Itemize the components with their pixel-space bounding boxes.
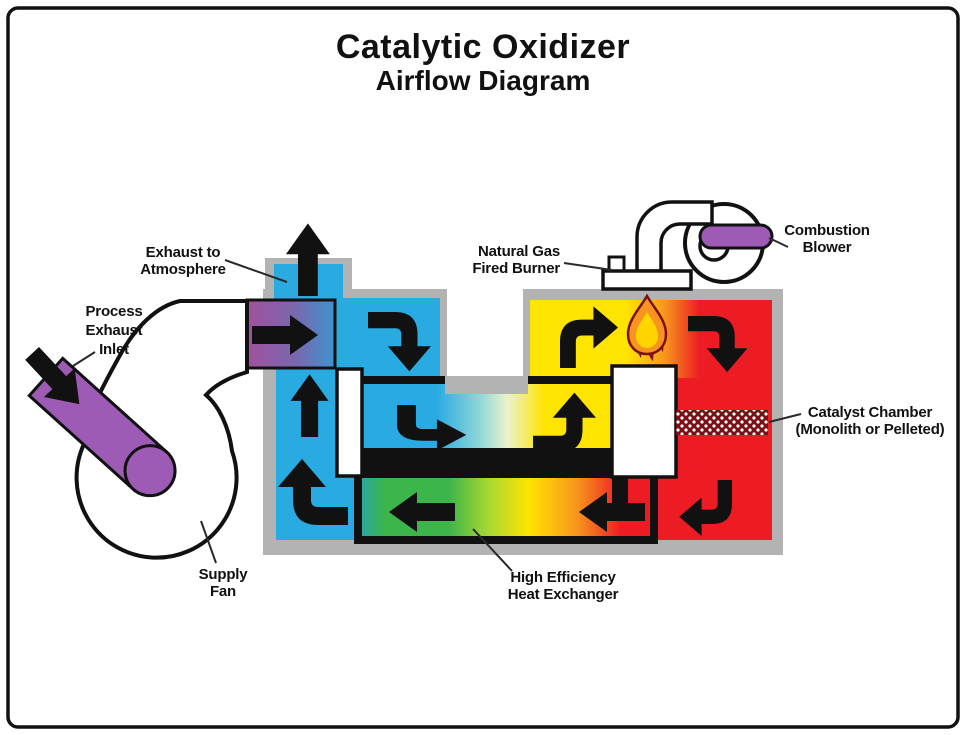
leader-combustion-blower (768, 237, 789, 248)
label-text: Heat Exchanger (508, 586, 619, 603)
notch-bottom-wall (445, 376, 528, 394)
label-combustion-blower: Combustion Blower (784, 222, 870, 256)
flame-icon (626, 293, 668, 361)
label-process-exhaust-inlet: Process Exhaust Inlet (86, 303, 143, 358)
label-text: Fired Burner (472, 260, 560, 277)
label-text: Catalyst Chamber (808, 404, 933, 421)
label-text: Natural Gas (478, 243, 560, 260)
diagram-labels: Exhaust to Atmosphere Process Exhaust In… (86, 222, 945, 603)
leader-lines (72, 237, 802, 572)
label-text: Fan (210, 583, 236, 600)
right-baffle (610, 364, 678, 479)
combustion-blower (698, 223, 774, 250)
catalyst-chamber-band (676, 410, 768, 435)
label-supply-fan: Supply Fan (199, 566, 249, 600)
label-text: Inlet (99, 341, 129, 358)
label-catalyst-chamber: Catalyst Chamber (Monolith or Pelleted) (796, 404, 945, 438)
label-text: Exhaust (86, 322, 143, 339)
label-text: Blower (803, 239, 852, 256)
supply-fan-scroll (74, 299, 249, 560)
leader-exhaust-atmosphere (224, 259, 288, 283)
burner-assembly (601, 200, 774, 291)
label-text: Supply (199, 566, 249, 583)
leader-process-inlet (72, 351, 96, 367)
leader-catalyst (768, 413, 802, 423)
label-text: Process (86, 303, 143, 320)
label-text: High Efficiency (510, 569, 616, 586)
leader-supply-fan (200, 520, 217, 564)
label-exhaust-to-atmosphere: Exhaust to Atmosphere (140, 244, 226, 278)
left-baffle (335, 367, 364, 478)
label-text: (Monolith or Pelleted) (796, 421, 945, 438)
label-natural-gas-burner: Natural Gas Fired Burner (472, 243, 560, 277)
label-heat-exchanger: High Efficiency Heat Exchanger (508, 569, 619, 603)
label-text: Atmosphere (140, 261, 226, 278)
page-subtitle: Airflow Diagram (376, 65, 591, 96)
leader-natural-gas (563, 262, 613, 271)
page-title: Catalytic Oxidizer (336, 28, 630, 66)
diagram-title: Catalytic Oxidizer Airflow Diagram (336, 28, 630, 96)
divider-end-wall (612, 477, 628, 511)
burner-gas-pipe (635, 200, 714, 273)
burner-base (601, 269, 693, 291)
leader-heat-exchanger (472, 528, 513, 572)
label-text: Combustion (784, 222, 870, 239)
label-text: Exhaust to (146, 244, 221, 261)
